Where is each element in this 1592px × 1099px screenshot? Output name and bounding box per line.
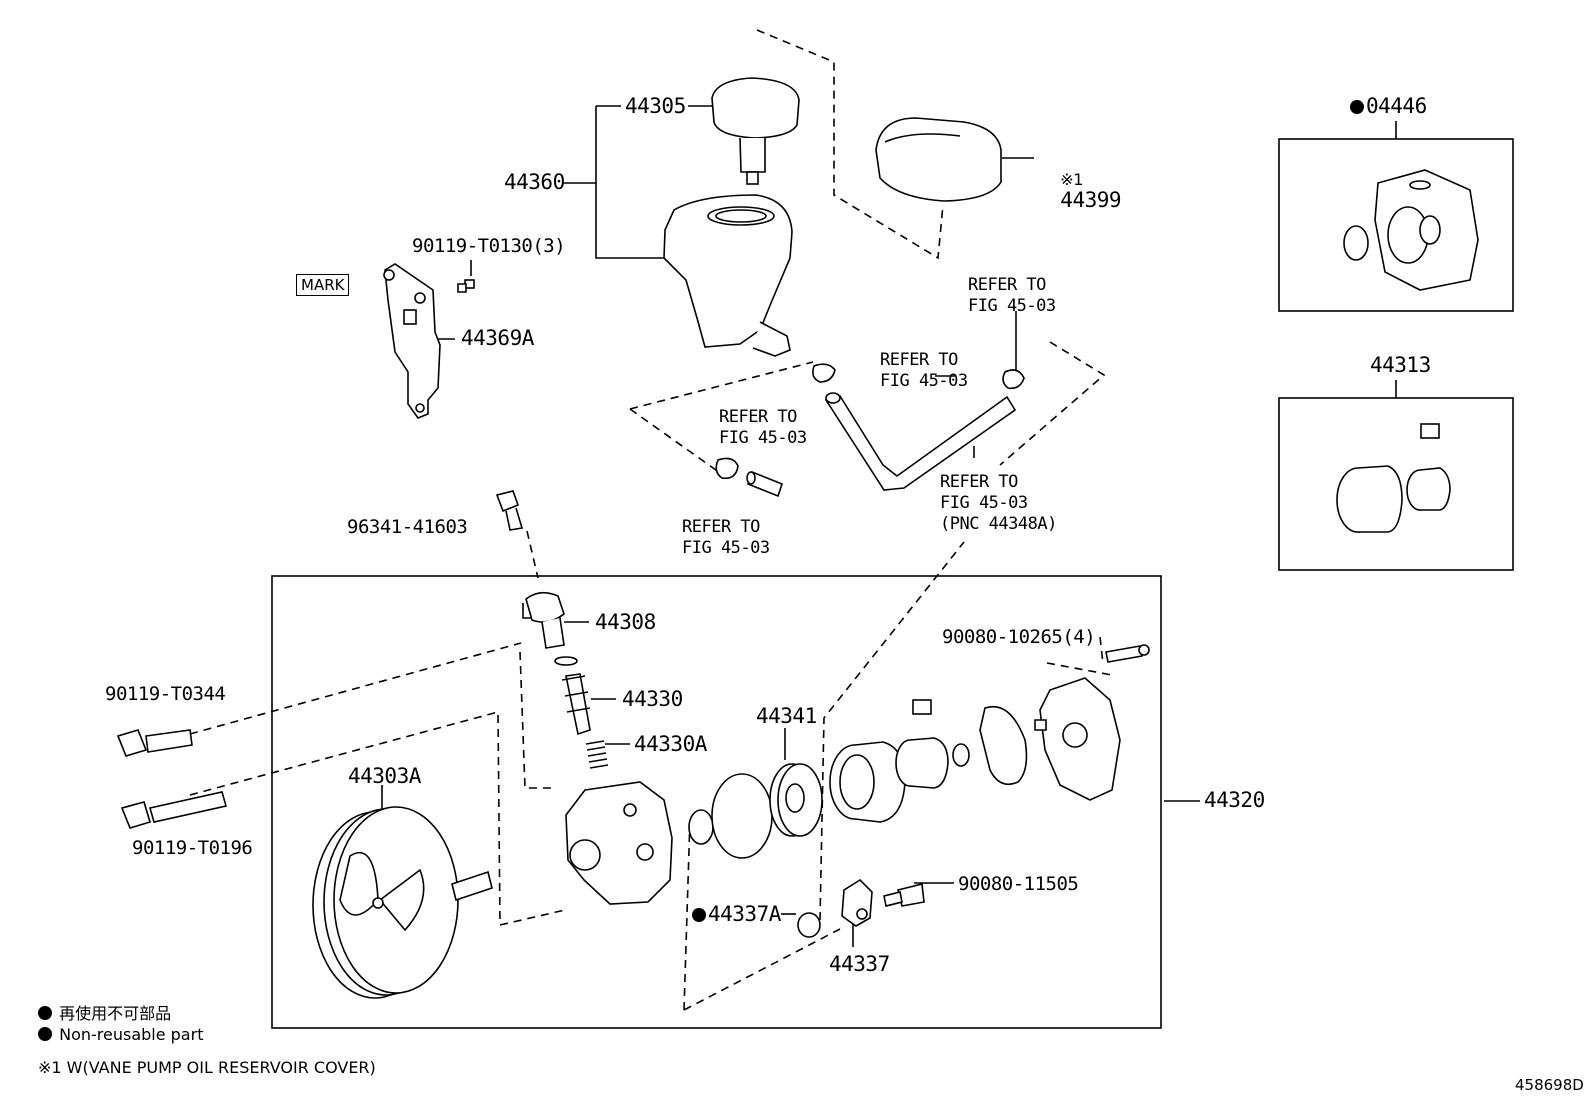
non-reusable-dot-icon-2	[692, 908, 706, 922]
ref-left-bottom-l2: FIG 45-03	[682, 538, 770, 558]
rotor	[895, 699, 949, 789]
reservoir-cover	[875, 117, 1002, 202]
pump-housing	[565, 781, 673, 905]
label-44337a: 44337A	[692, 904, 781, 925]
ref-top-right-l1: REFER TO	[968, 275, 1046, 295]
spring	[585, 740, 609, 769]
label-44320: 44320	[1204, 788, 1265, 812]
reservoir-body	[663, 194, 793, 357]
label-44399-number: 44399	[1060, 188, 1122, 212]
cam-ring	[829, 741, 906, 823]
label-90080-11505: 90080-11505	[958, 873, 1079, 895]
legend-line-2-text: Non-reusable part	[59, 1025, 204, 1044]
fitting-44308	[525, 591, 565, 649]
o-ring-small	[554, 656, 578, 666]
bracket	[383, 263, 441, 419]
suction-port	[841, 878, 873, 927]
label-44341: 44341	[756, 704, 817, 728]
hose-clamp-1	[812, 363, 836, 383]
flow-control-valve	[561, 673, 591, 736]
ref-left-top-l1: REFER TO	[719, 407, 797, 427]
cartridge-kit-parts	[1336, 423, 1451, 533]
ref-top-right-l2: FIG 45-03	[968, 296, 1056, 316]
label-44399-prefix: ※1	[1060, 170, 1083, 189]
reservoir-cap	[711, 77, 800, 185]
ref-mid-l2: FIG 45-03	[880, 371, 968, 391]
label-04446-number: 04446	[1366, 94, 1427, 118]
label-96341-41603: 96341-41603	[347, 516, 468, 538]
label-44303a: 44303A	[348, 764, 421, 788]
short-hose	[746, 470, 783, 498]
label-44313: 44313	[1370, 353, 1431, 377]
ref-hose-l1: REFER TO	[940, 472, 1018, 492]
legend-dot-icon-1	[38, 1006, 52, 1020]
hose-clamp-2	[1002, 369, 1025, 390]
legend-note: ※1 W(VANE PUMP OIL RESERVOIR COVER)	[38, 1058, 376, 1077]
label-90080-10265: 90080-10265(4)	[942, 626, 1096, 648]
legend-line-1-text: 再使用不可部品	[59, 1004, 172, 1023]
bolt-90080-10265	[1105, 644, 1150, 663]
label-44399: ※1 44399	[1036, 147, 1121, 211]
ref-left-bottom-l1: REFER TO	[682, 517, 760, 537]
label-90119-t0130: 90119-T0130(3)	[412, 235, 566, 257]
hose-clamp-3	[715, 457, 739, 480]
legend-line-1: 再使用不可部品	[38, 1000, 171, 1024]
legend-line-2: Non-reusable part	[38, 1025, 203, 1044]
o-ring-1	[688, 809, 714, 845]
side-plate	[769, 763, 823, 837]
gasket	[979, 705, 1028, 786]
label-44337: 44337	[829, 952, 890, 976]
bolt-90080-11505	[883, 883, 925, 907]
return-hose	[824, 392, 1017, 491]
figure-id: 458698D	[1515, 1076, 1584, 1094]
bolt-90119-t0344	[116, 729, 193, 757]
label-90119-t0344: 90119-T0344	[105, 683, 226, 705]
o-ring-44337a	[797, 912, 821, 938]
gasket-kit-parts	[1343, 169, 1479, 291]
ref-mid-l1: REFER TO	[880, 350, 958, 370]
mark-label: MARK	[296, 274, 350, 296]
non-reusable-dot-icon	[1350, 100, 1364, 114]
small-bolt	[457, 279, 475, 293]
rear-cover	[1034, 677, 1121, 801]
label-44369a: 44369A	[461, 326, 534, 350]
label-44360: 44360	[504, 170, 565, 194]
pulley	[312, 806, 493, 999]
ref-hose-l3: (PNC 44348A)	[940, 514, 1057, 534]
label-44330: 44330	[622, 687, 683, 711]
ref-hose-l2: FIG 45-03	[940, 493, 1028, 513]
pump-assembly-box	[271, 575, 1162, 1029]
label-44337a-number: 44337A	[708, 902, 781, 926]
label-44305: 44305	[625, 94, 686, 118]
legend-dot-icon-2	[38, 1027, 52, 1041]
label-90119-t0196: 90119-T0196	[132, 837, 253, 859]
label-44330a: 44330A	[634, 732, 707, 756]
label-44308: 44308	[595, 610, 656, 634]
label-04446: 04446	[1350, 96, 1427, 117]
ref-left-top-l2: FIG 45-03	[719, 428, 807, 448]
o-ring-2	[711, 773, 773, 859]
union-bolt-96341	[495, 490, 524, 531]
bolt-90119-t0196	[120, 791, 228, 829]
small-ring	[952, 743, 970, 767]
